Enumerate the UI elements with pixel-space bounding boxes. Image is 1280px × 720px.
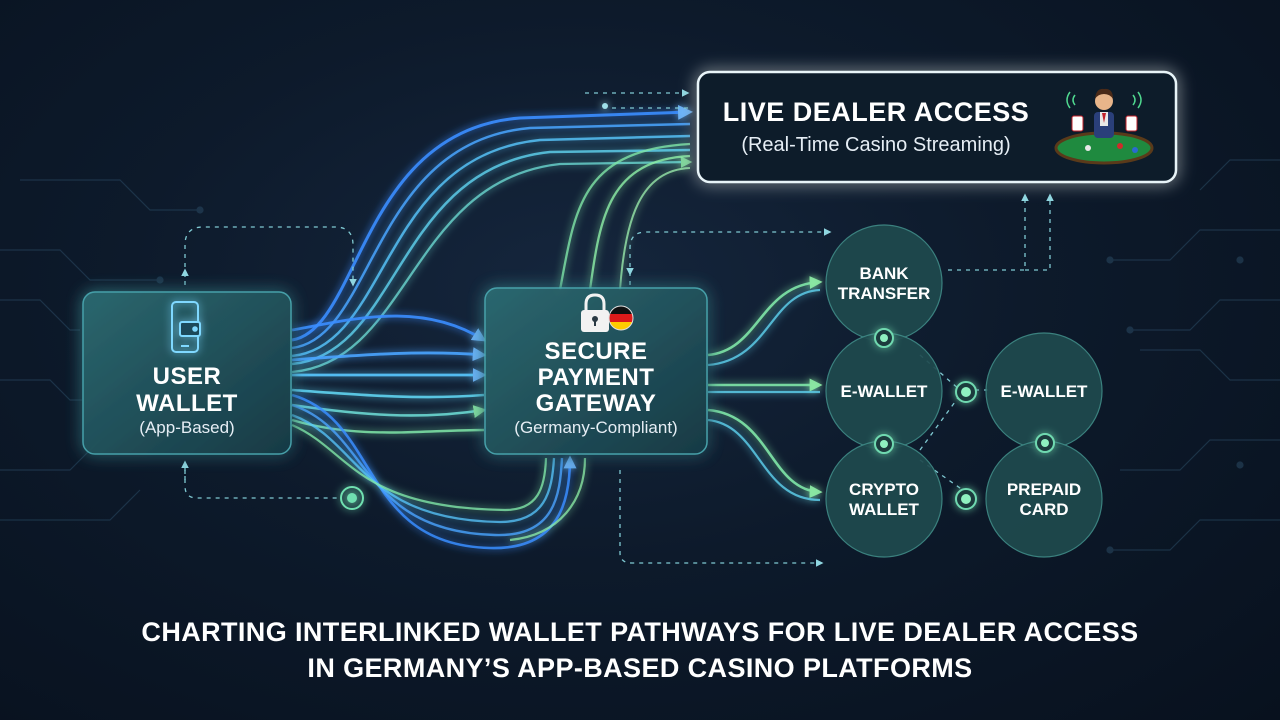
live-dealer-subtitle: (Real-Time Casino Streaming) — [741, 134, 1010, 156]
background-circuit-traces — [0, 159, 1280, 554]
payment-node-circle — [825, 440, 943, 558]
payment-node-label: E-WALLET — [841, 382, 928, 401]
gateway-title-line2: PAYMENT — [538, 364, 655, 391]
payment-node-circle — [825, 224, 943, 342]
gateway-subtitle: (Germany-Compliant) — [514, 418, 677, 437]
flow-lines-to-gateway — [291, 314, 487, 434]
germany-flag-icon — [608, 305, 634, 331]
smartphone-wallet-icon — [171, 301, 201, 353]
live-dealer-box: LIVE DEALER ACCESS (Real-Time Casino Str… — [696, 70, 1178, 184]
padlock-icon — [581, 293, 609, 332]
connector-dots — [340, 103, 1055, 510]
payment-gateway-box: SECURE PAYMENT GATEWAY (Germany-Complian… — [484, 287, 708, 455]
payment-node-label: PREPAID — [1007, 480, 1081, 499]
caption-line2: IN GERMANY’S APP-BASED CASINO PLATFORMS — [307, 653, 973, 683]
payment-node-label: CRYPTO — [849, 480, 919, 499]
payment-node-label: BANK — [859, 264, 909, 283]
payment-node-label: CARD — [1019, 500, 1068, 519]
payment-node-label: WALLET — [849, 500, 919, 519]
gateway-title-line1: SECURE — [544, 338, 647, 365]
casino-dealer-table-icon — [1054, 88, 1154, 165]
user-wallet-title-line2: WALLET — [136, 390, 238, 417]
payment-node-label: TRANSFER — [838, 284, 931, 303]
live-dealer-title: LIVE DEALER ACCESS — [723, 97, 1030, 127]
payment-node-circle — [985, 440, 1103, 558]
payment-node-label: E-WALLET — [1001, 382, 1088, 401]
payment-node-ewallet-1: E-WALLET — [825, 332, 943, 450]
user-wallet-box: USER WALLET (App-Based) — [82, 291, 292, 455]
dashed-connectors — [181, 89, 1054, 567]
flow-lines-lower-loop — [291, 393, 587, 550]
gateway-title-line3: GATEWAY — [536, 390, 657, 417]
payment-node-ewallet-2: E-WALLET — [985, 332, 1103, 450]
user-wallet-subtitle: (App-Based) — [139, 418, 234, 437]
flow-lines-to-payment-nodes — [707, 276, 823, 502]
user-wallet-title-line1: USER — [153, 363, 222, 390]
caption-line1: CHARTING INTERLINKED WALLET PATHWAYS FOR… — [141, 617, 1139, 647]
